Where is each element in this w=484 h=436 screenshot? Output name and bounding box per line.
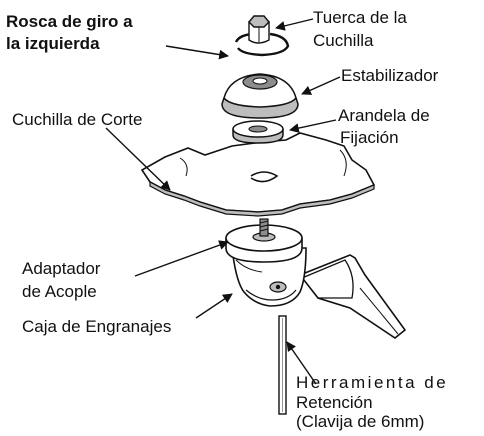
retaining-tool-label-line1: Herramienta de — [296, 373, 449, 392]
left-thread-label-line2: la izquierda — [6, 34, 100, 53]
gearbox-label: Caja de Engranajes — [22, 317, 172, 336]
stabilizer-label: Estabilizador — [341, 66, 439, 85]
mounting-adapter — [225, 218, 303, 263]
adapter-label-line2: de Acople — [22, 282, 97, 301]
gearbox-shaft — [298, 254, 407, 339]
adapter-label-line1: Adaptador — [22, 259, 101, 278]
retaining-tool-label-line3: (Clavija de 6mm) — [296, 412, 425, 431]
fixing-washer-label-line2: Fijación — [340, 128, 399, 147]
blade-nut — [234, 15, 290, 57]
stabilizer — [221, 73, 299, 119]
blade-nut-label-line2: Cuchilla — [313, 31, 374, 50]
retaining-tool-label-line2: Retención — [296, 393, 373, 412]
retaining-pin — [278, 315, 287, 415]
blade-nut-label-line1: Tuerca de la — [313, 8, 407, 27]
fixing-washer — [232, 120, 284, 144]
left-thread-label-line1: Rosca de giro a — [6, 12, 133, 31]
leader-lines — [105, 18, 341, 385]
fixing-washer-label-line1: Arandela de — [338, 106, 430, 125]
gearbox — [231, 247, 307, 307]
cutting-blade-label: Cuchilla de Corte — [12, 110, 143, 129]
